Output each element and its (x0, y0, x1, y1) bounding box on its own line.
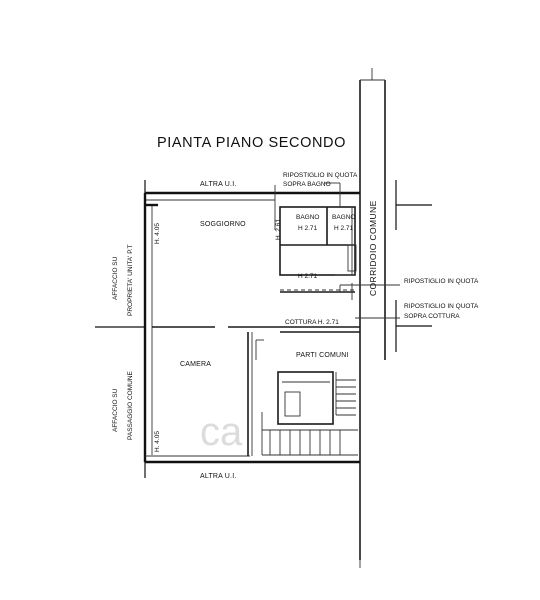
label-height-261: H. 2.61 (275, 219, 282, 240)
label-parti-comuni: PARTI COMUNI (296, 352, 349, 359)
label-bagno-1: BAGNO (296, 214, 319, 221)
plan-title: PIANTA PIANO SECONDO (157, 135, 346, 151)
bathroom-block (274, 185, 357, 300)
label-ripostiglio-bagno-1: RIPOSTIGLIO IN QUOTA (283, 172, 358, 179)
label-ripostiglio-quota: RIPOSTIGLIO IN QUOTA (404, 278, 479, 285)
label-corridor-height: H 2.71 (298, 273, 318, 280)
label-bagno-1-height: H 2.71 (298, 225, 318, 232)
label-ripostiglio-cottura-2: SOPRA COTTURA (404, 313, 460, 320)
label-affaccio-2b: PASSAGGIO COMUNE (127, 370, 134, 440)
label-camera: CAMERA (180, 361, 211, 368)
label-bagno-2-height: H 2.71 (334, 225, 354, 232)
label-affaccio-1b: PROPRIETA' UNITA' P.T (127, 245, 134, 316)
label-altra-ui-bottom: ALTRA U.I. (200, 473, 237, 480)
kitchen-and-common (255, 331, 360, 360)
label-affaccio-1a: AFFACCIO SU (112, 256, 119, 300)
label-height-left-top: H. 4.05 (154, 223, 161, 244)
label-height-left-bottom: H. 4.05 (154, 431, 161, 452)
section-markers-left (95, 180, 146, 478)
watermark: ca (200, 410, 243, 454)
common-corridor (359, 68, 386, 568)
label-cottura: COTTURA H. 2.71 (285, 319, 339, 326)
label-ripostiglio-cottura-1: RIPOSTIGLIO IN QUOTA (404, 303, 479, 310)
label-ripostiglio-bagno-2: SOPRA BAGNO (283, 181, 331, 188)
label-soggiorno: SOGGIORNO (200, 221, 246, 228)
section-markers-right (395, 180, 432, 352)
label-altra-ui-top: ALTRA U.I. (200, 181, 237, 188)
label-bagno-2: BAGNO (332, 214, 355, 221)
stairwell (261, 371, 358, 456)
label-corridoio-comune: CORRIDOIO COMUNE (368, 200, 378, 296)
label-affaccio-2a: AFFACCIO SU (112, 388, 119, 432)
leader-lines (324, 182, 400, 319)
